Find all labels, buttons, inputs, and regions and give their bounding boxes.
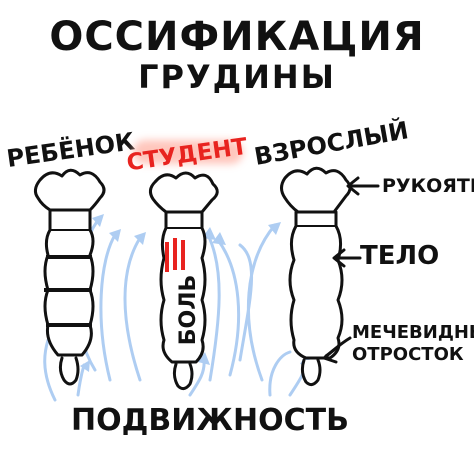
label-child: РЕБЁНОК — [5, 126, 137, 173]
title-line-2: ГРУДИНЫ — [138, 58, 336, 96]
sternum-student: БОЛЬ — [148, 171, 219, 391]
pain-label: БОЛЬ — [176, 275, 201, 346]
title-line-1: ОССИФИКАЦИЯ — [49, 14, 424, 60]
sternum-child — [33, 168, 106, 386]
label-manubrium: РУКОЯТКА — [382, 175, 474, 197]
label-body: ТЕЛО — [360, 241, 439, 271]
sternum-adult — [280, 166, 352, 387]
label-xiphoid-line2: ОТРОСТОК — [352, 344, 464, 365]
arrow-icon — [322, 176, 380, 364]
label-adult: ВЗРОСЛЫЙ — [252, 115, 411, 171]
label-student: СТУДЕНТ — [125, 134, 249, 177]
label-xiphoid-line1: МЕЧЕВИДНЫЙ — [352, 321, 474, 343]
label-mobility: ПОДВИЖНОСТЬ — [71, 403, 349, 438]
